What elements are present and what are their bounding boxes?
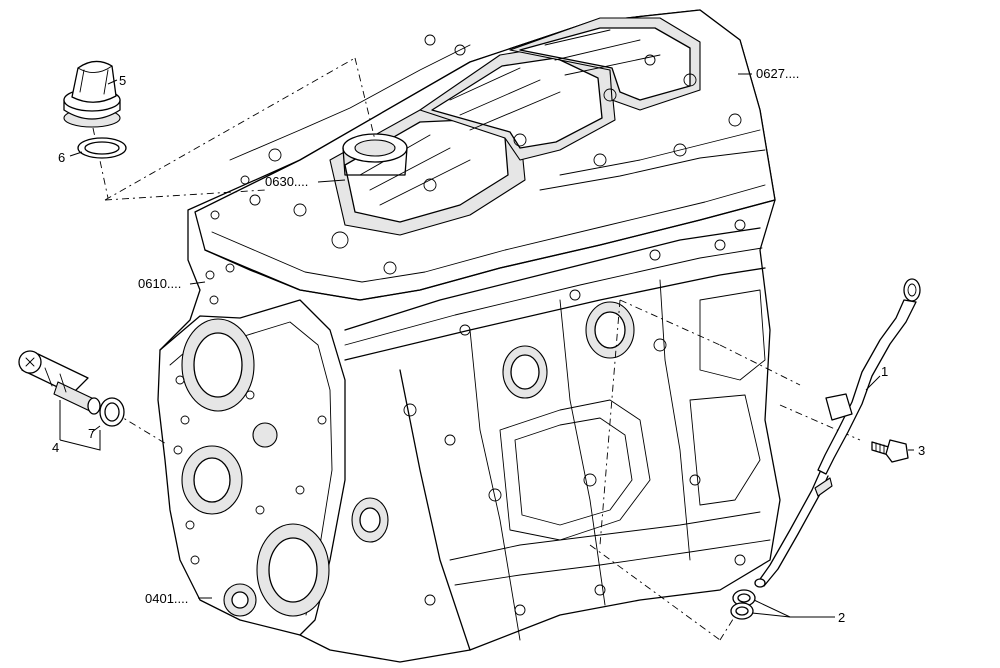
leader-lines [59, 73, 914, 618]
cylinder-head [194, 9, 776, 301]
callout-7: 7 [88, 426, 95, 441]
oil-dipstick-tube [754, 278, 921, 588]
callout-labels: 5 6 4 7 1 3 2 0627.... 0630.... 0610....… [52, 66, 925, 625]
callout-1: 1 [881, 364, 888, 379]
ref-label-0630: 0630.... [265, 174, 308, 189]
banjo-fitting [18, 350, 101, 415]
ref-label-0627: 0627.... [756, 66, 799, 81]
callout-6: 6 [58, 150, 65, 165]
callout-3: 3 [918, 443, 925, 458]
callout-5: 5 [119, 73, 126, 88]
ref-label-0401: 0401.... [145, 591, 188, 606]
oil-filler-cap [63, 60, 121, 128]
ref-label-0610: 0610.... [138, 276, 181, 291]
callout-4: 4 [52, 440, 59, 455]
tube-o-rings [730, 589, 756, 620]
tube-bolt [871, 439, 909, 463]
sealing-ring [99, 397, 125, 427]
cap-gasket [77, 137, 127, 159]
callout-2: 2 [838, 610, 845, 625]
